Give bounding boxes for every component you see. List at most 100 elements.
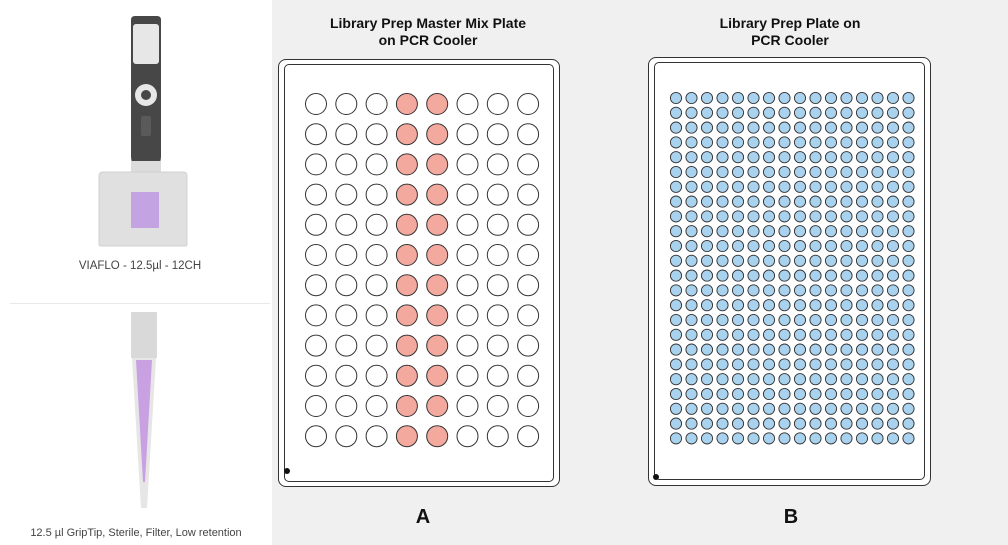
a-well-r1-c1[interactable] — [305, 93, 327, 115]
a-well-r10-c8[interactable] — [517, 364, 540, 387]
b-well-r4-c4[interactable] — [716, 136, 729, 149]
b-well-r23-c6[interactable] — [747, 417, 760, 430]
b-well-r3-c15[interactable] — [886, 121, 900, 134]
b-well-r5-c5[interactable] — [731, 151, 745, 164]
b-well-r24-c10[interactable] — [809, 432, 822, 445]
b-well-r7-c3[interactable] — [700, 180, 714, 193]
b-well-r19-c16[interactable] — [902, 358, 915, 371]
b-well-r4-c9[interactable] — [793, 136, 807, 149]
a-well-r5-c2[interactable] — [335, 213, 358, 236]
b-well-r10-c3[interactable] — [700, 225, 714, 238]
b-well-r10-c16[interactable] — [902, 225, 915, 238]
b-well-r6-c1[interactable] — [669, 165, 683, 179]
b-well-r4-c13[interactable] — [855, 136, 869, 149]
b-well-r8-c7[interactable] — [762, 195, 776, 208]
b-well-r9-c16[interactable] — [902, 210, 915, 223]
b-well-r8-c15[interactable] — [886, 195, 900, 208]
b-well-r24-c3[interactable] — [700, 432, 714, 445]
a-well-r11-c8[interactable] — [517, 395, 540, 417]
b-well-r8-c5[interactable] — [731, 195, 745, 208]
b-well-r14-c2[interactable] — [685, 284, 698, 297]
b-well-r24-c1[interactable] — [669, 432, 683, 445]
b-well-r23-c10[interactable] — [809, 417, 822, 430]
b-well-r19-c7[interactable] — [762, 358, 776, 371]
b-well-r14-c9[interactable] — [793, 284, 807, 297]
b-well-r12-c8[interactable] — [778, 254, 791, 267]
a-well-r10-c6[interactable] — [456, 364, 479, 387]
b-well-r17-c8[interactable] — [778, 328, 791, 341]
a-well-r6-c2[interactable] — [335, 244, 358, 266]
b-well-r7-c7[interactable] — [762, 180, 776, 193]
b-well-r7-c5[interactable] — [731, 180, 745, 193]
b-well-r9-c12[interactable] — [840, 210, 853, 223]
b-well-r1-c4[interactable] — [716, 91, 729, 105]
b-well-r6-c14[interactable] — [871, 165, 884, 179]
a-well-r3-c8[interactable] — [517, 153, 540, 176]
b-well-r5-c10[interactable] — [809, 151, 822, 164]
a-well-r10-c4[interactable] — [395, 364, 418, 387]
a-well-r7-c2[interactable] — [335, 274, 358, 297]
b-well-r23-c8[interactable] — [778, 417, 791, 430]
a-well-r6-c6[interactable] — [456, 244, 479, 266]
a-well-r6-c8[interactable] — [517, 244, 540, 266]
b-well-r11-c11[interactable] — [824, 239, 838, 253]
b-well-r14-c6[interactable] — [747, 284, 760, 297]
b-well-r21-c6[interactable] — [747, 387, 760, 401]
a-well-r5-c8[interactable] — [517, 213, 540, 236]
b-well-r21-c14[interactable] — [871, 387, 884, 401]
b-well-r11-c10[interactable] — [809, 239, 822, 253]
b-well-r15-c9[interactable] — [793, 299, 807, 312]
b-well-r5-c13[interactable] — [855, 151, 869, 164]
b-well-r24-c13[interactable] — [855, 432, 869, 445]
a-well-r1-c7[interactable] — [486, 93, 509, 115]
a-well-r6-c3[interactable] — [365, 244, 388, 266]
b-well-r15-c16[interactable] — [902, 299, 915, 312]
a-well-r11-c7[interactable] — [486, 395, 509, 417]
a-well-r5-c5[interactable] — [426, 213, 449, 236]
b-well-r3-c2[interactable] — [685, 121, 698, 134]
b-well-r18-c2[interactable] — [685, 343, 698, 356]
b-well-r21-c2[interactable] — [685, 387, 698, 401]
b-well-r16-c3[interactable] — [700, 313, 714, 327]
tip-icon[interactable] — [128, 312, 160, 512]
b-well-r14-c15[interactable] — [886, 284, 900, 297]
a-well-r12-c4[interactable] — [395, 425, 418, 448]
b-well-r9-c14[interactable] — [871, 210, 884, 223]
b-well-r21-c12[interactable] — [840, 387, 853, 401]
b-well-r3-c12[interactable] — [840, 121, 853, 134]
b-well-r4-c3[interactable] — [700, 136, 714, 149]
b-well-r10-c1[interactable] — [669, 225, 683, 238]
b-well-r16-c12[interactable] — [840, 313, 853, 327]
a-well-r4-c8[interactable] — [517, 183, 540, 206]
b-well-r12-c16[interactable] — [902, 254, 915, 267]
b-well-r6-c7[interactable] — [762, 165, 776, 179]
a-well-r8-c7[interactable] — [486, 304, 509, 327]
b-well-r8-c6[interactable] — [747, 195, 760, 208]
a-well-r12-c8[interactable] — [517, 425, 540, 448]
b-well-r18-c5[interactable] — [731, 343, 745, 356]
b-well-r15-c2[interactable] — [685, 299, 698, 312]
a-well-r8-c3[interactable] — [365, 304, 388, 327]
a-well-r4-c4[interactable] — [395, 183, 418, 206]
b-well-r9-c11[interactable] — [824, 210, 838, 223]
b-well-r24-c15[interactable] — [886, 432, 900, 445]
b-well-r18-c9[interactable] — [793, 343, 807, 356]
b-well-r7-c13[interactable] — [855, 180, 869, 193]
b-well-r4-c11[interactable] — [824, 136, 838, 149]
a-well-r9-c1[interactable] — [305, 334, 327, 357]
a-well-r3-c3[interactable] — [365, 153, 388, 176]
a-well-r9-c5[interactable] — [426, 334, 449, 357]
b-well-r22-c2[interactable] — [685, 402, 698, 415]
b-well-r18-c12[interactable] — [840, 343, 853, 356]
b-well-r21-c8[interactable] — [778, 387, 791, 401]
b-well-r14-c11[interactable] — [824, 284, 838, 297]
a-well-r2-c8[interactable] — [517, 123, 540, 146]
b-well-r17-c5[interactable] — [731, 328, 745, 341]
b-well-r24-c7[interactable] — [762, 432, 776, 445]
b-well-r2-c7[interactable] — [762, 106, 776, 119]
b-well-r22-c9[interactable] — [793, 402, 807, 415]
b-well-r23-c13[interactable] — [855, 417, 869, 430]
b-well-r3-c5[interactable] — [731, 121, 745, 134]
b-well-r5-c14[interactable] — [871, 151, 884, 164]
b-well-r13-c3[interactable] — [700, 269, 714, 282]
